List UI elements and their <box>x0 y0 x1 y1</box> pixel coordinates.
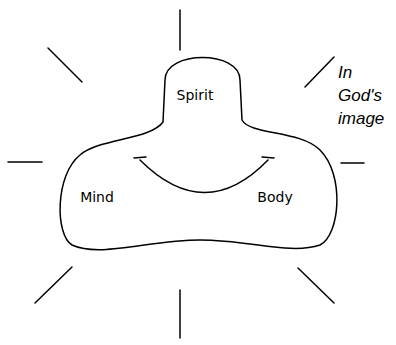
caption-note: In God's image <box>338 62 394 131</box>
part-name: Mind <box>80 189 114 206</box>
smile-curve <box>140 160 268 193</box>
smile-tick <box>134 157 146 158</box>
ray <box>48 48 82 82</box>
part-name: Spirit <box>177 87 214 104</box>
ray <box>179 290 181 338</box>
ray <box>305 57 334 87</box>
smile-tick <box>262 157 274 158</box>
trefoil-outline <box>55 48 345 263</box>
ray <box>35 267 72 303</box>
part-name: Body <box>257 189 292 206</box>
ray <box>298 268 334 303</box>
ray <box>179 10 181 50</box>
ray <box>341 162 364 164</box>
trinity-shape: SpiritMind Body <box>55 48 345 263</box>
outline-path <box>60 58 337 250</box>
ray <box>8 161 42 163</box>
